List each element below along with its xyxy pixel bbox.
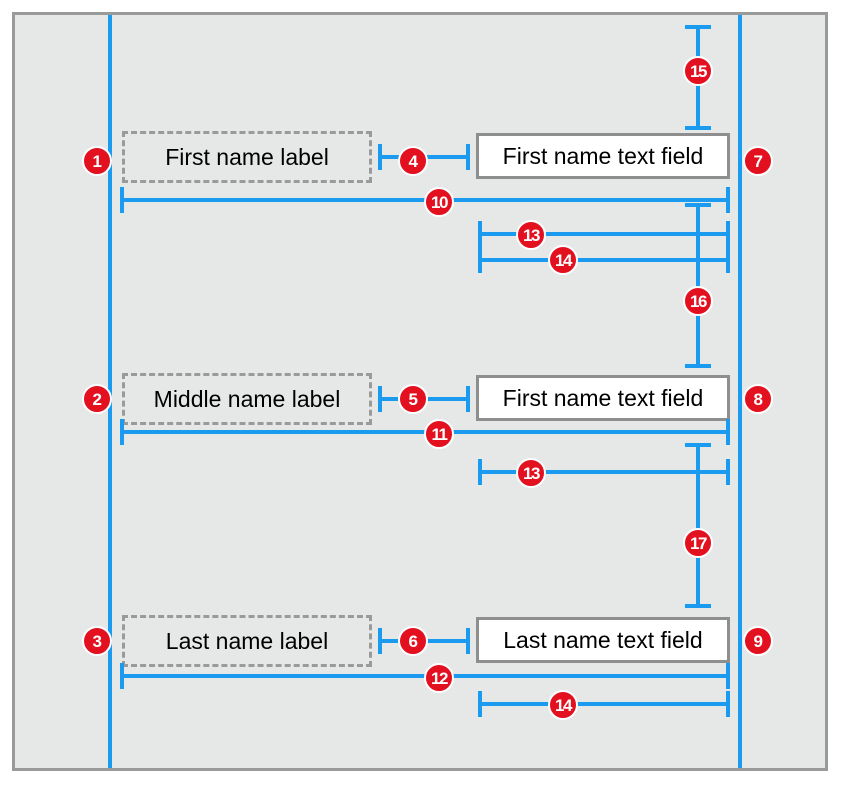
last-name-text-field[interactable]: Last name text field [476,617,730,663]
measure-vertical-gap-row-one-two [685,203,711,368]
badge-gap-first-label-to-field: 4 [398,146,428,176]
badge-width-row-one: 10 [424,187,454,217]
last-name-label-box: Last name label [122,615,372,667]
badge-trailing-edge-first-name-field: 7 [743,146,773,176]
badge-vertical-gap-row-one-to-two: 16 [683,286,713,316]
measure-field-width-row-one-a [478,221,730,247]
middle-name-label-box: Middle name label [122,373,372,425]
badge-width-row-three: 12 [424,663,454,693]
last-name-label-text: Last name label [165,627,329,654]
badge-trailing-edge-last-name-field: 9 [743,626,773,656]
middle-name-field-text: First name text field [502,384,704,411]
first-name-label-box: First name label [122,131,372,183]
badge-leading-edge-last-name-label: 3 [82,626,112,656]
badge-leading-edge-first-name-label: 1 [82,146,112,176]
badge-field-width-alt-row-one: 14 [548,245,578,275]
badge-field-width-row-one: 13 [516,220,546,250]
middle-name-label-text: Middle name label [153,385,341,412]
trailing-guide-line [738,15,742,768]
badge-width-row-two: 11 [424,419,454,449]
measure-vertical-gap-row-two-three [685,443,711,608]
badge-field-width-row-three: 14 [548,690,578,720]
badge-gap-middle-label-to-field: 5 [398,384,428,414]
first-name-label-text: First name label [165,143,329,170]
measure-field-width-row-three [478,691,730,717]
middle-name-text-field[interactable]: First name text field [476,375,730,421]
badge-leading-edge-middle-name-label: 2 [82,384,112,414]
badge-top-spacing-first-field: 15 [683,56,713,86]
badge-gap-last-label-to-field: 6 [398,626,428,656]
measure-field-width-row-two [478,459,730,485]
first-name-field-text: First name text field [502,142,704,169]
badge-trailing-edge-middle-name-field: 8 [743,384,773,414]
badge-vertical-gap-row-two-to-three: 17 [683,528,713,558]
measure-field-width-row-one-b [478,247,730,273]
first-name-text-field[interactable]: First name text field [476,133,730,179]
badge-field-width-row-two: 13 [516,458,546,488]
last-name-field-text: Last name text field [503,626,703,653]
